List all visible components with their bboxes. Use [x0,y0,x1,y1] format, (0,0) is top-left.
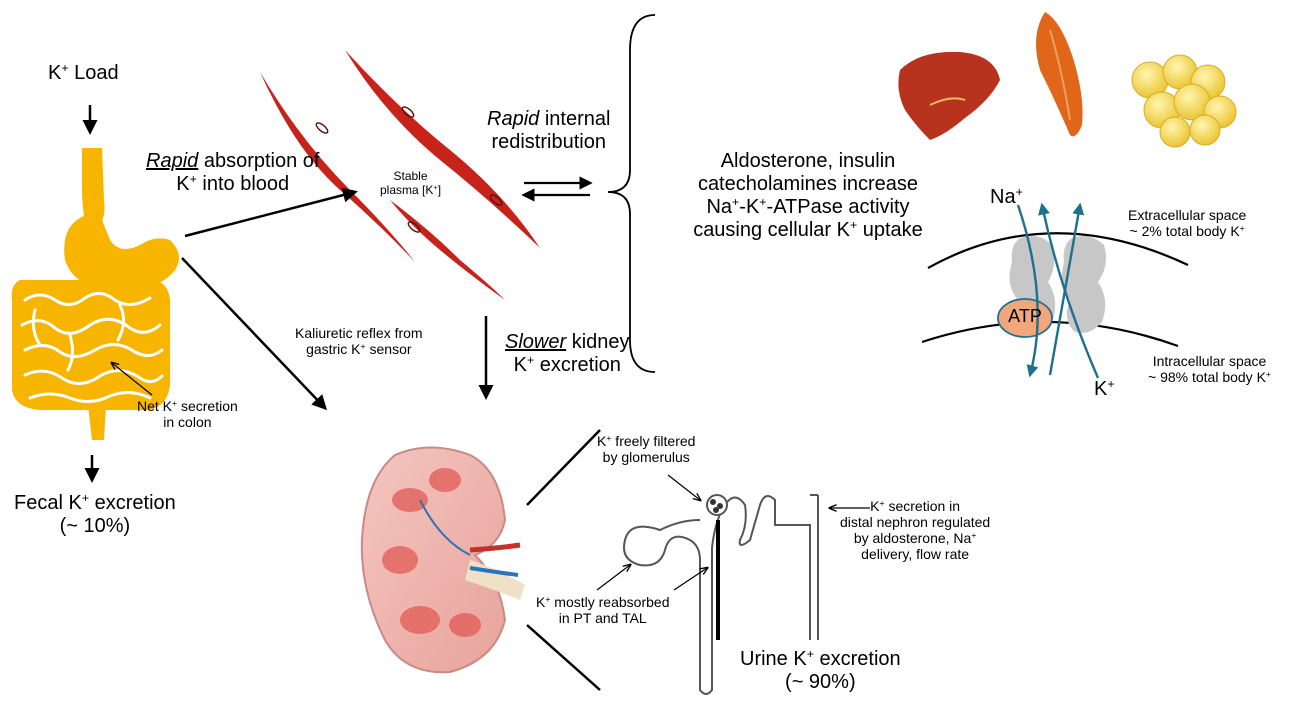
urine-excretion-label: Urine K+ excretion (~ 90%) [740,648,901,694]
fecal-excretion-label: Fecal K+ excretion (~ 10%) [14,492,176,538]
atp-label: ATP [1003,306,1047,327]
absorption-arrow [185,192,355,236]
rapid-absorption-label: Rapid absorption of K+ into blood [146,150,319,196]
muscle-illustration [1036,12,1083,136]
muscle-fiber-3 [390,200,505,300]
rectum-shape [88,405,106,440]
glomerulus-pointer-arrow [668,475,700,500]
pt-tal-reabsorption-label: K+ mostly reabsorbed in PT and TAL [536,594,669,626]
fat-cells-illustration [1132,55,1236,147]
stable-plasma-label: Stable plasma [K+] [380,170,441,198]
liver-illustration [898,52,1000,140]
zoom-line-top [527,430,600,505]
tal-pointer-arrow [674,568,707,590]
glomerulus-filtration-label: K+ freely filtered by glomerulus [597,433,695,465]
hormone-effects-label: Aldosterone, insulin catecholamines incr… [668,150,948,242]
kaliuretic-reflex-label: Kaliuretic reflex from gastric K+ sensor [295,325,423,357]
pt-pointer-arrow [597,565,630,590]
na-ion-label: Na+ [990,186,1023,209]
k-ion-label: K+ [1094,378,1115,401]
intracellular-space-label: Intracellular space ~ 98% total body K+ [1148,353,1271,385]
redistribution-brace [608,15,655,372]
distal-secretion-label: K+ secretion in distal nephron regulated… [840,498,990,562]
k-load-label: K+ Load [48,62,119,85]
rapid-redistribution-label: Rapid internal redistribution [487,108,610,154]
kidney-illustration [362,448,525,673]
pump-subunit-right [1062,236,1106,333]
extracellular-space-label: Extracellular space ~ 2% total body K+ [1128,207,1246,239]
slower-kidney-excretion-label: Slower kidney K+ excretion [505,331,630,377]
colon-secretion-label: Net K+ secretion in colon [137,398,238,430]
zoom-line-bottom [527,625,600,690]
